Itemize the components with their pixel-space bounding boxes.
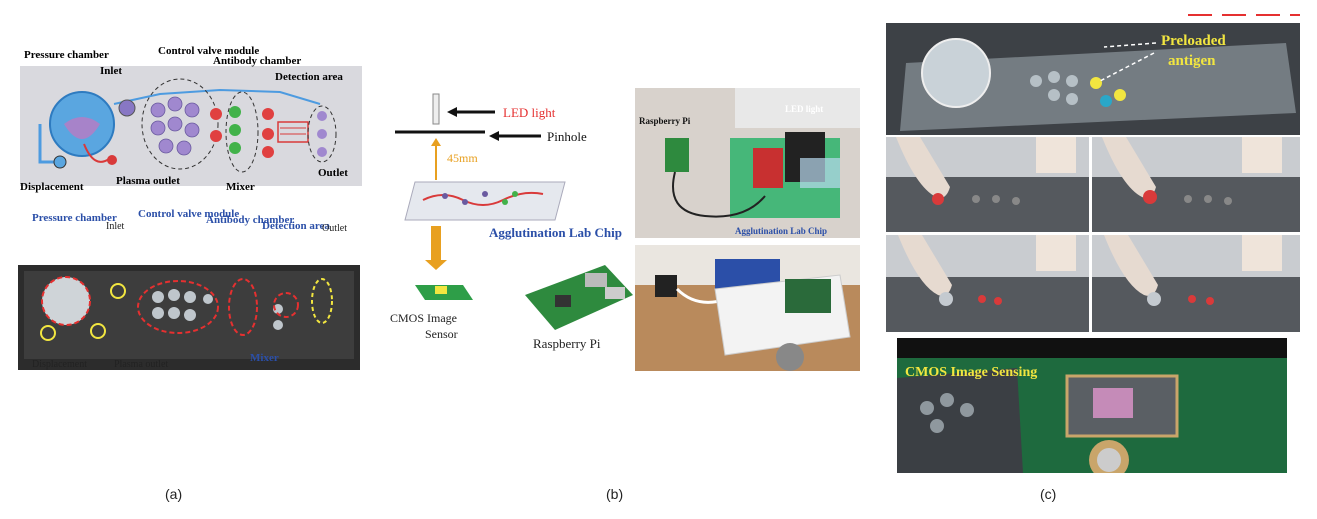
- photo-led-label: LED light: [785, 104, 823, 114]
- pinhole-label: Pinhole: [547, 129, 587, 144]
- panel-c-press-3: [886, 235, 1089, 332]
- photo-mixer-label: Mixer: [250, 352, 279, 364]
- cmos-label-line2: Sensor: [425, 327, 458, 341]
- panel-a-photo: Pressure chamber Inlet Control valve mod…: [18, 205, 360, 370]
- panel-c-cmos-photo: CMOS Image Sensing: [897, 338, 1287, 473]
- panel-b-photo-device: [635, 245, 860, 371]
- panel-c-caption: (c): [1040, 486, 1057, 502]
- schematic-inlet-label: Inlet: [100, 65, 122, 77]
- led-light-label: LED light: [503, 105, 556, 120]
- schematic-plasma-outlet-label: Plasma outlet: [116, 175, 180, 187]
- top-right-dash: [1188, 14, 1300, 16]
- photo-detection-area-label: Detection area: [262, 220, 330, 232]
- chip-label: Agglutination Lab Chip: [489, 225, 622, 240]
- schematic-mixer-label: Mixer: [226, 181, 255, 193]
- photo-outlet-label: Outlet: [322, 223, 347, 234]
- schematic-control-valve-label: Control valve module: [158, 45, 259, 57]
- panel-b-photo-setup: Raspberry Pi LED light Agglutination Lab…: [635, 88, 860, 238]
- panel-c-press-4: [1092, 235, 1300, 332]
- photo-control-valve-label: Control valve module: [138, 208, 239, 220]
- raspberry-pi-label: Raspberry Pi: [533, 336, 601, 351]
- panel-a-schematic: Pressure chamber Inlet Control valve mod…: [20, 44, 362, 194]
- panel-c-press-1: [886, 137, 1089, 232]
- schematic-displacement-label: Displacement: [20, 181, 84, 193]
- photo-pressure-chamber-label: Pressure chamber: [32, 212, 117, 224]
- schematic-pressure-chamber-label: Pressure chamber: [24, 49, 109, 61]
- photo-chip-label: Agglutination Lab Chip: [735, 226, 827, 236]
- photo-plasma-outlet-label: Plasma outlet: [114, 359, 168, 370]
- panel-b-caption: (b): [606, 486, 624, 502]
- panel-a-caption: (a): [165, 486, 183, 502]
- cmos-sensing-label: CMOS Image Sensing: [905, 365, 1037, 380]
- photo-antibody-chamber-label: Antibody chamber: [206, 214, 294, 226]
- photo-raspberry-label: Raspberry Pi: [639, 116, 691, 126]
- panel-c-chip-photo: Preloaded antigen: [886, 23, 1300, 135]
- cmos-label-line1: CMOS Image: [390, 311, 457, 325]
- panel-c-press-2: [1092, 137, 1300, 232]
- preloaded-label-line1: Preloaded: [1161, 33, 1226, 49]
- preloaded-label-line2: antigen: [1168, 53, 1216, 69]
- panel-b-diagram: LED light Pinhole 45mm Agglutination Lab…: [385, 90, 635, 370]
- schematic-antibody-chamber-label: Antibody chamber: [213, 55, 301, 67]
- photo-inlet-label: Inlet: [106, 221, 125, 232]
- raspberry-pi-board: [515, 255, 635, 345]
- photo-displacement-label: Displacement: [32, 359, 87, 370]
- schematic-detection-area-label: Detection area: [275, 71, 343, 83]
- schematic-outlet-label: Outlet: [318, 167, 348, 179]
- distance-label: 45mm: [447, 151, 478, 165]
